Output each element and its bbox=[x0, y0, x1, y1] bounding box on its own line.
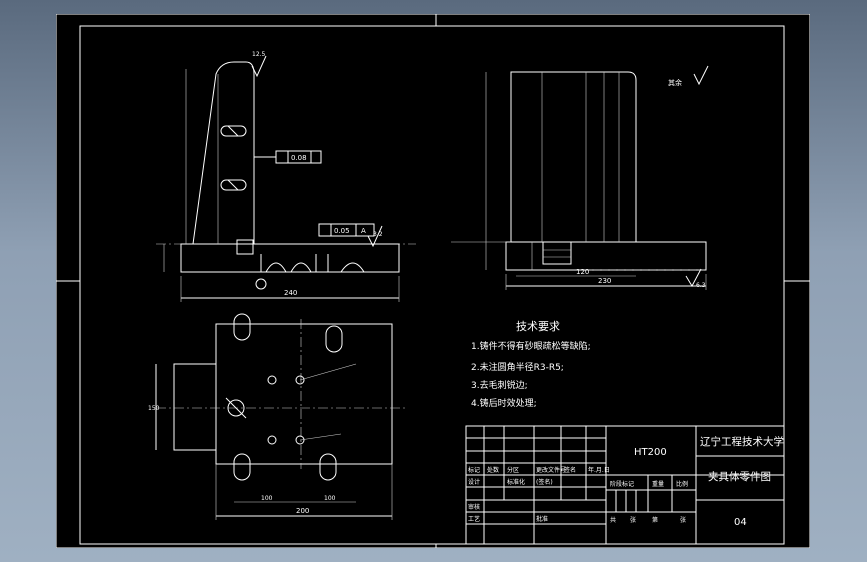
tb-weight: 重量 bbox=[652, 480, 664, 488]
tb-sheets: 张 bbox=[630, 516, 636, 524]
tb-craft: 工艺 bbox=[468, 515, 480, 523]
tb-date: 年.月.日 bbox=[588, 466, 610, 474]
tb-zone: 分区 bbox=[507, 466, 519, 474]
tb-sign: 签名 bbox=[564, 466, 576, 474]
tb-standard: 标准化 bbox=[507, 478, 525, 486]
dim-plan-width: 200 bbox=[296, 507, 309, 515]
tb-count: 处数 bbox=[487, 466, 499, 474]
tol-frame bbox=[318, 223, 375, 237]
front-view: 240 0.08 0.05 A 12.5 3.2 bbox=[156, 51, 416, 302]
tech-req-item-1: 1.铸件不得有砂眼疏松等缺陷; bbox=[471, 340, 591, 352]
roughness-a: 12.5 bbox=[252, 51, 266, 58]
school-name: 辽宁工程技术大学 bbox=[700, 435, 784, 448]
tech-req-item-2: 2.未注圆角半径R3-R5; bbox=[471, 361, 564, 373]
plan-view: 200 100 100 150 bbox=[148, 313, 406, 520]
tb-signature: (签名) bbox=[536, 478, 553, 486]
drawing-sheet: 240 0.08 0.05 A 12.5 3.2 bbox=[56, 14, 810, 548]
dim-side-mid: 120 bbox=[576, 268, 589, 276]
roughness-b: 3.2 bbox=[373, 231, 383, 238]
dim-plan-height: 150 bbox=[148, 405, 160, 412]
inner-frame bbox=[79, 25, 785, 545]
tech-req-item-4: 4.铸后时效处理; bbox=[471, 397, 537, 409]
engineering-drawing: 240 0.08 0.05 A 12.5 3.2 bbox=[56, 14, 810, 548]
drawing-name: 夹具体零件图 bbox=[708, 470, 771, 483]
dim-plan-sub2: 100 bbox=[324, 495, 336, 502]
tb-sheets-2: 张 bbox=[680, 516, 686, 524]
side-view: 230 120 其余 6.3 bbox=[451, 65, 709, 290]
tb-page: 第 bbox=[652, 516, 658, 524]
dim-front-width: 240 bbox=[284, 289, 297, 297]
tb-total: 共 bbox=[610, 516, 616, 524]
roughness-c: 6.3 bbox=[696, 282, 706, 289]
dim-side-width: 230 bbox=[598, 277, 611, 285]
roughness-other-label: 其余 bbox=[668, 78, 682, 87]
dim-plan-sub1: 100 bbox=[261, 495, 273, 502]
tol-value: 0.05 bbox=[334, 227, 350, 235]
datum-a: A bbox=[361, 227, 366, 235]
tech-requirements: 技术要求 1.铸件不得有砂眼疏松等缺陷; 2.未注圆角半径R3-R5; 3.去毛… bbox=[471, 320, 591, 409]
tb-stage: 阶段标记 bbox=[610, 480, 634, 488]
tb-approve: 批准 bbox=[536, 515, 548, 523]
flatness-value: 0.08 bbox=[291, 154, 307, 162]
tb-check: 审核 bbox=[468, 503, 480, 511]
roughness-other-symbol bbox=[693, 65, 709, 86]
title-block: HT200 辽宁工程技术大学 夹具体零件图 04 标记 处数 分区 更改文件号 … bbox=[465, 425, 785, 545]
drawing-number: 04 bbox=[734, 517, 747, 528]
tb-mark: 标记 bbox=[468, 466, 480, 474]
outer-frame bbox=[56, 14, 810, 548]
tb-scale: 比例 bbox=[676, 480, 688, 488]
tech-req-title: 技术要求 bbox=[516, 320, 560, 333]
material: HT200 bbox=[634, 447, 667, 458]
tech-req-item-3: 3.去毛刺锐边; bbox=[471, 379, 528, 391]
tb-design: 设计 bbox=[468, 478, 480, 486]
tb-change-doc: 更改文件号 bbox=[536, 466, 566, 474]
